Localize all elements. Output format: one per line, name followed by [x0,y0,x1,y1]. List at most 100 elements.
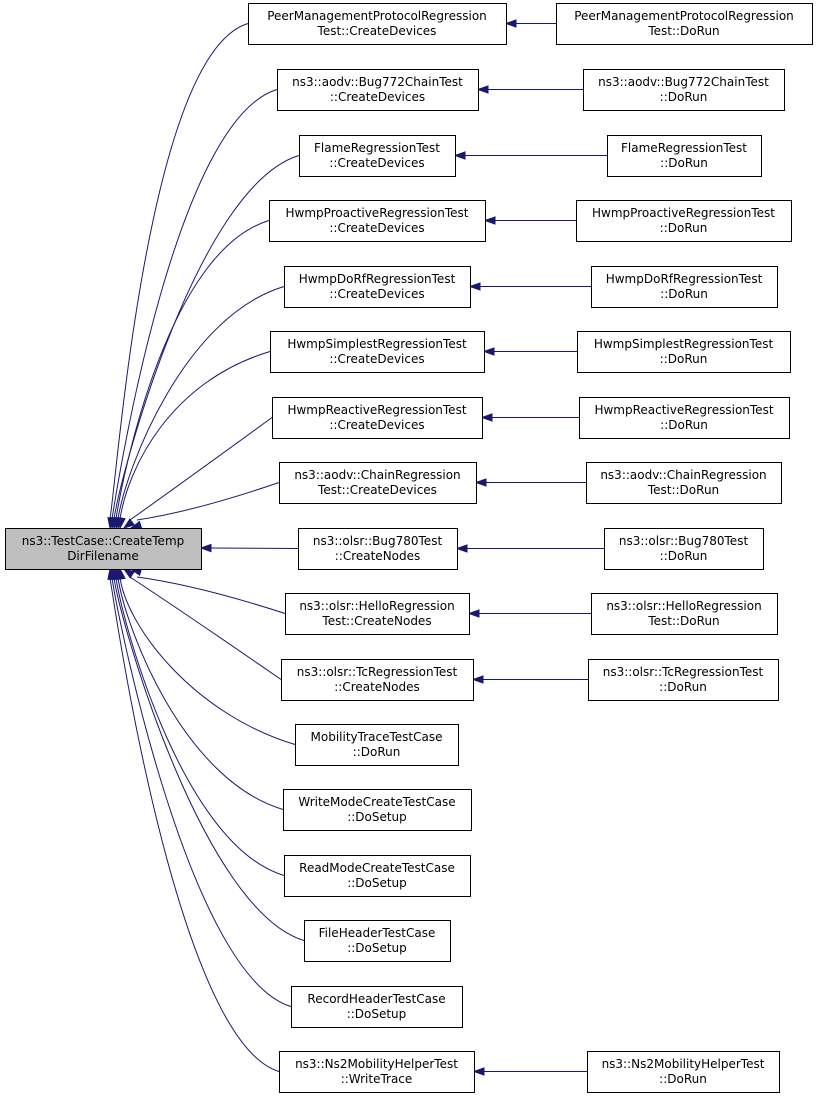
arrowhead-r5-to-n5 [468,282,481,291]
node-label-r7-0: HwmpReactiveRegressionTest [594,403,773,417]
node-label-n2-0: ns3::aodv::Bug772ChainTest [292,75,463,89]
node-n17[interactable]: ns3::Ns2MobilityHelperTest::WriteTrace [279,1051,475,1093]
node-r3[interactable]: FlameRegressionTest::DoRun [607,135,762,177]
node-box-n4 [269,200,486,242]
arrowhead-r4-to-n4 [483,216,496,225]
node-box-n6 [270,331,485,373]
node-n2[interactable]: ns3::aodv::Bug772ChainTest::CreateDevice… [277,69,479,111]
node-label-r7-1: ::DoRun [660,418,708,432]
node-box-n16 [291,986,463,1028]
node-box-n15 [304,920,451,962]
node-label-n7-0: HwmpReactiveRegressionTest [287,403,466,417]
node-n15[interactable]: FileHeaderTestCase::DoSetup [304,920,451,962]
node-label-n1-1: Test::CreateDevices [317,24,437,38]
node-n11[interactable]: ns3::olsr::TcRegressionTest::CreateNodes [281,659,474,701]
node-box-n11 [281,659,474,701]
node-n3[interactable]: FlameRegressionTest::CreateDevices [299,135,456,177]
node-box-n1 [248,3,507,45]
node-box-n10 [285,593,470,635]
arrowhead-r17-to-n17 [472,1067,485,1076]
root-node-label-1: DirFilename [67,549,139,563]
node-label-r11-0: ns3::olsr::TcRegressionTest [603,665,764,679]
node-box-r11 [588,659,779,701]
node-r1[interactable]: PeerManagementProtocolRegressionTest::Do… [556,3,813,45]
node-r2[interactable]: ns3::aodv::Bug772ChainTest::DoRun [583,69,785,111]
edge-n17-to-root [109,577,280,1072]
root-node-box [5,528,202,570]
arrowhead-r6-to-n6 [482,347,495,356]
node-r17[interactable]: ns3::Ns2MobilityHelperTest::DoRun [587,1051,780,1093]
node-n16[interactable]: RecordHeaderTestCase::DoSetup [291,986,463,1028]
arrowhead-n7-to-root [122,518,135,529]
node-n8[interactable]: ns3::aodv::ChainRegressionTest::CreateDe… [279,462,477,504]
node-box-r1 [556,3,813,45]
node-box-n7 [272,397,483,439]
node-box-n8 [279,462,477,504]
node-label-r17-1: ::DoRun [659,1072,707,1086]
node-box-n3 [299,135,456,177]
edge-n16-to-root [111,577,292,1007]
arrowhead-r10-to-n10 [467,609,480,618]
node-label-n9-1: ::CreateNodes [335,549,421,563]
node-label-n12-0: MobilityTraceTestCase [311,730,443,744]
node-n5[interactable]: HwmpDoRfRegressionTest::CreateDevices [284,266,471,308]
arrowhead-n17-to-root [107,567,116,581]
node-label-n1-0: PeerManagementProtocolRegression [267,9,487,23]
node-n12[interactable]: MobilityTraceTestCase::DoRun [295,724,459,766]
edge-n2-to-root [111,89,278,520]
node-label-r4-0: HwmpProactiveRegressionTest [592,206,775,220]
node-label-n10-0: ns3::olsr::HelloRegression [299,599,454,613]
node-n9[interactable]: ns3::olsr::Bug780Test::CreateNodes [298,528,458,570]
edge-n8-to-root [136,482,280,521]
node-n6[interactable]: HwmpSimplestRegressionTest::CreateDevice… [270,331,485,373]
node-label-r6-0: HwmpSimplestRegressionTest [594,337,774,351]
node-box-n2 [277,69,479,111]
node-r4[interactable]: HwmpProactiveRegressionTest::DoRun [576,200,792,242]
node-box-n5 [284,266,471,308]
node-box-r2 [583,69,785,111]
edge-n6-to-root [119,351,271,520]
node-box-r6 [577,331,791,373]
node-r7[interactable]: HwmpReactiveRegressionTest::DoRun [579,397,790,439]
arrowhead-n9-to-root [199,543,212,553]
node-n1[interactable]: PeerManagementProtocolRegressionTest::Cr… [248,3,507,45]
node-label-r6-1: ::DoRun [660,352,708,366]
node-label-r3-0: FlameRegressionTest [621,141,747,155]
node-label-n6-0: HwmpSimplestRegressionTest [287,337,467,351]
node-label-n16-1: ::DoSetup [347,1007,407,1021]
node-label-n7-1: ::CreateDevices [329,418,424,432]
arrowhead-n11-to-root [122,568,136,579]
node-label-n11-0: ns3::olsr::TcRegressionTest [297,665,458,679]
node-box-r10 [591,593,778,635]
node-r5[interactable]: HwmpDoRfRegressionTest::DoRun [591,266,778,308]
node-n4[interactable]: HwmpProactiveRegressionTest::CreateDevic… [269,200,486,242]
node-box-r4 [576,200,792,242]
node-label-n5-1: ::CreateDevices [329,287,424,301]
node-box-n14 [284,855,471,897]
arrowhead-r9-to-n9 [455,544,468,553]
node-label-r4-1: ::DoRun [660,221,708,235]
node-label-n12-1: ::DoRun [353,745,401,759]
edge-n15-to-root [113,577,305,941]
node-label-n9-0: ns3::olsr::Bug780Test [313,534,443,548]
node-label-n3-1: ::CreateDevices [329,156,424,170]
node-label-n6-1: ::CreateDevices [329,352,424,366]
edge-n1-to-root [109,23,249,520]
node-n13[interactable]: WriteModeCreateTestCase::DoSetup [283,789,472,831]
node-n7[interactable]: HwmpReactiveRegressionTest::CreateDevice… [272,397,483,439]
node-n10[interactable]: ns3::olsr::HelloRegressionTest::CreateNo… [285,593,470,635]
root-node-label-0: ns3::TestCase::CreateTemp [22,534,185,548]
node-box-n13 [283,789,472,831]
node-label-n13-1: ::DoSetup [347,810,407,824]
node-label-n2-1: ::CreateDevices [330,90,425,104]
node-n14[interactable]: ReadModeCreateTestCase::DoSetup [284,855,471,897]
node-r9[interactable]: ns3::olsr::Bug780Test::DoRun [604,528,764,570]
node-label-r9-0: ns3::olsr::Bug780Test [619,534,749,548]
node-r11[interactable]: ns3::olsr::TcRegressionTest::DoRun [588,659,779,701]
node-label-n16-0: RecordHeaderTestCase [307,992,445,1006]
node-r6[interactable]: HwmpSimplestRegressionTest::DoRun [577,331,791,373]
